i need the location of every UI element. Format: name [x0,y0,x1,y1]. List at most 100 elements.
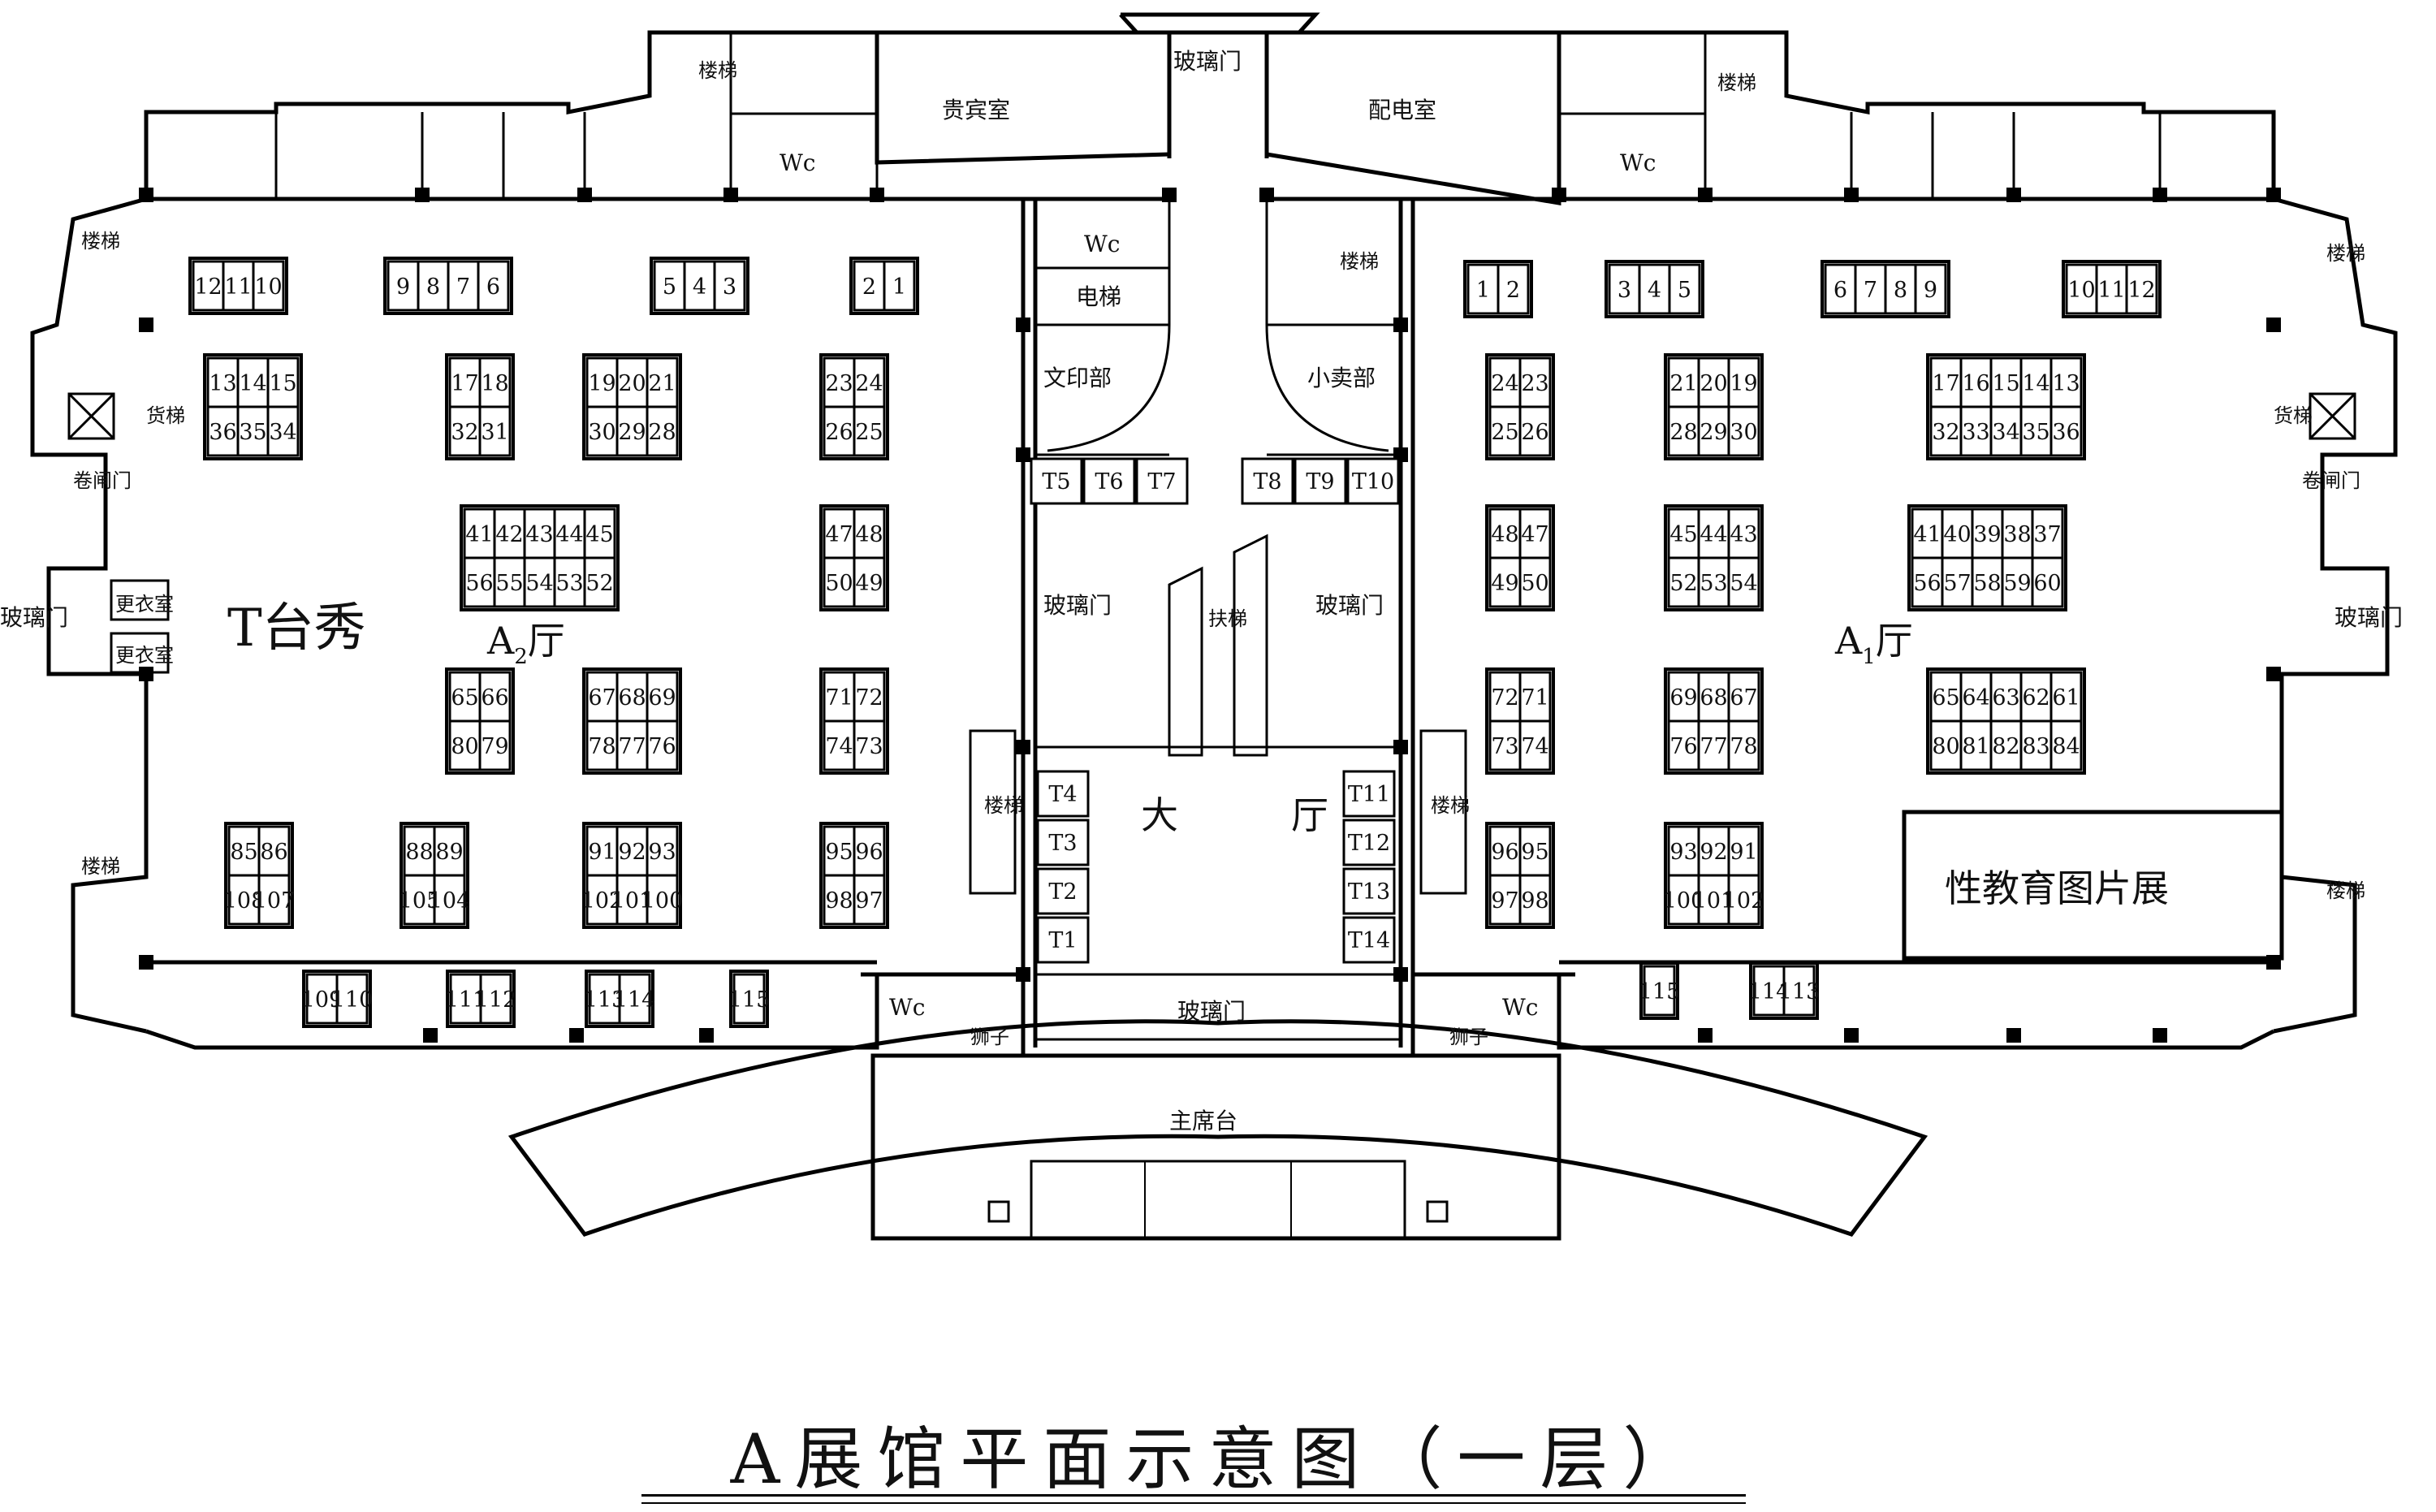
booth-53[interactable] [553,556,586,608]
booth-49[interactable] [853,556,886,608]
booth-37[interactable] [2031,508,2064,559]
booth-107[interactable] [257,874,291,926]
booth-T2[interactable] [1036,867,1090,915]
booth-54[interactable] [1727,556,1760,608]
booth-69[interactable] [646,671,679,723]
booth-105[interactable] [403,874,436,926]
booth-T6[interactable] [1082,457,1136,505]
booth-31[interactable] [478,405,512,457]
booth-29[interactable] [1697,405,1730,457]
booth-101[interactable] [1697,874,1730,926]
booth-26[interactable] [1518,405,1552,457]
booth-48[interactable] [1488,508,1522,559]
booth-97[interactable] [1488,874,1522,926]
booth-7[interactable] [1854,263,1887,315]
booth-78[interactable] [1727,719,1760,771]
booth-5[interactable] [1668,263,1701,315]
booth-109[interactable] [305,973,339,1025]
booth-113[interactable] [1782,965,1816,1017]
booth-77[interactable] [615,719,649,771]
booth-24[interactable] [1488,356,1522,408]
booth-41[interactable] [1911,508,1944,559]
booth-85[interactable] [227,825,261,877]
booth-68[interactable] [1697,671,1730,723]
booth-10[interactable] [252,260,285,312]
booth-73[interactable] [853,719,886,771]
booth-95[interactable] [1518,825,1552,877]
booth-T13[interactable] [1342,867,1396,915]
booth-26[interactable] [823,405,856,457]
booth-12[interactable] [192,260,225,312]
booth-T7[interactable] [1135,457,1189,505]
booth-86[interactable] [257,825,291,877]
booth-34[interactable] [266,405,300,457]
booth-72[interactable] [1488,671,1522,723]
booth-25[interactable] [853,405,886,457]
booth-T5[interactable] [1030,457,1083,505]
booth-6[interactable] [477,260,510,312]
booth-9[interactable] [1914,263,1947,315]
booth-13[interactable] [2049,356,2083,408]
booth-9[interactable] [387,260,420,312]
booth-104[interactable] [433,874,466,926]
booth-2[interactable] [1497,263,1530,315]
booth-52[interactable] [1667,556,1700,608]
booth-12[interactable] [2125,263,2158,315]
booth-93[interactable] [1667,825,1700,877]
booth-36[interactable] [206,405,240,457]
booth-52[interactable] [583,556,616,608]
booth-43[interactable] [1727,508,1760,559]
booth-76[interactable] [646,719,679,771]
booth-28[interactable] [646,405,679,457]
booth-14[interactable] [2019,356,2053,408]
booth-T11[interactable] [1342,770,1396,818]
booth-T12[interactable] [1342,819,1396,866]
booth-71[interactable] [1518,671,1552,723]
booth-32[interactable] [1929,405,1963,457]
booth-50[interactable] [1518,556,1552,608]
booth-T1[interactable] [1036,916,1090,964]
booth-3[interactable] [713,260,746,312]
booth-97[interactable] [853,874,886,926]
booth-67[interactable] [1727,671,1760,723]
booth-41[interactable] [463,508,496,559]
booth-115[interactable] [732,973,766,1025]
booth-28[interactable] [1667,405,1700,457]
booth-108[interactable] [227,874,261,926]
booth-66[interactable] [478,671,512,723]
booth-102[interactable] [1727,874,1760,926]
booth-102[interactable] [585,874,619,926]
booth-112[interactable] [479,973,512,1025]
booth-114[interactable] [1752,965,1786,1017]
booth-74[interactable] [823,719,856,771]
booth-74[interactable] [1518,719,1552,771]
booth-98[interactable] [1518,874,1552,926]
booth-10[interactable] [2065,263,2098,315]
booth-34[interactable] [1989,405,2023,457]
booth-6[interactable] [1824,263,1857,315]
booth-114[interactable] [618,973,651,1025]
booth-60[interactable] [2031,556,2064,608]
booth-79[interactable] [478,719,512,771]
booth-36[interactable] [2049,405,2083,457]
booth-T8[interactable] [1241,457,1294,505]
booth-50[interactable] [823,556,856,608]
booth-68[interactable] [615,671,649,723]
booth-48[interactable] [853,508,886,559]
booth-110[interactable] [335,973,369,1025]
booth-20[interactable] [1697,356,1730,408]
booth-21[interactable] [646,356,679,408]
booth-100[interactable] [1667,874,1700,926]
booth-35[interactable] [2019,405,2053,457]
booth-T10[interactable] [1346,457,1400,505]
booth-1[interactable] [883,260,916,312]
booth-20[interactable] [615,356,649,408]
booth-T3[interactable] [1036,819,1090,866]
booth-84[interactable] [2049,719,2083,771]
booth-4[interactable] [683,260,716,312]
booth-T4[interactable] [1036,770,1090,818]
booth-25[interactable] [1488,405,1522,457]
booth-115[interactable] [1643,965,1676,1017]
booth-96[interactable] [1488,825,1522,877]
booth-96[interactable] [853,825,886,877]
